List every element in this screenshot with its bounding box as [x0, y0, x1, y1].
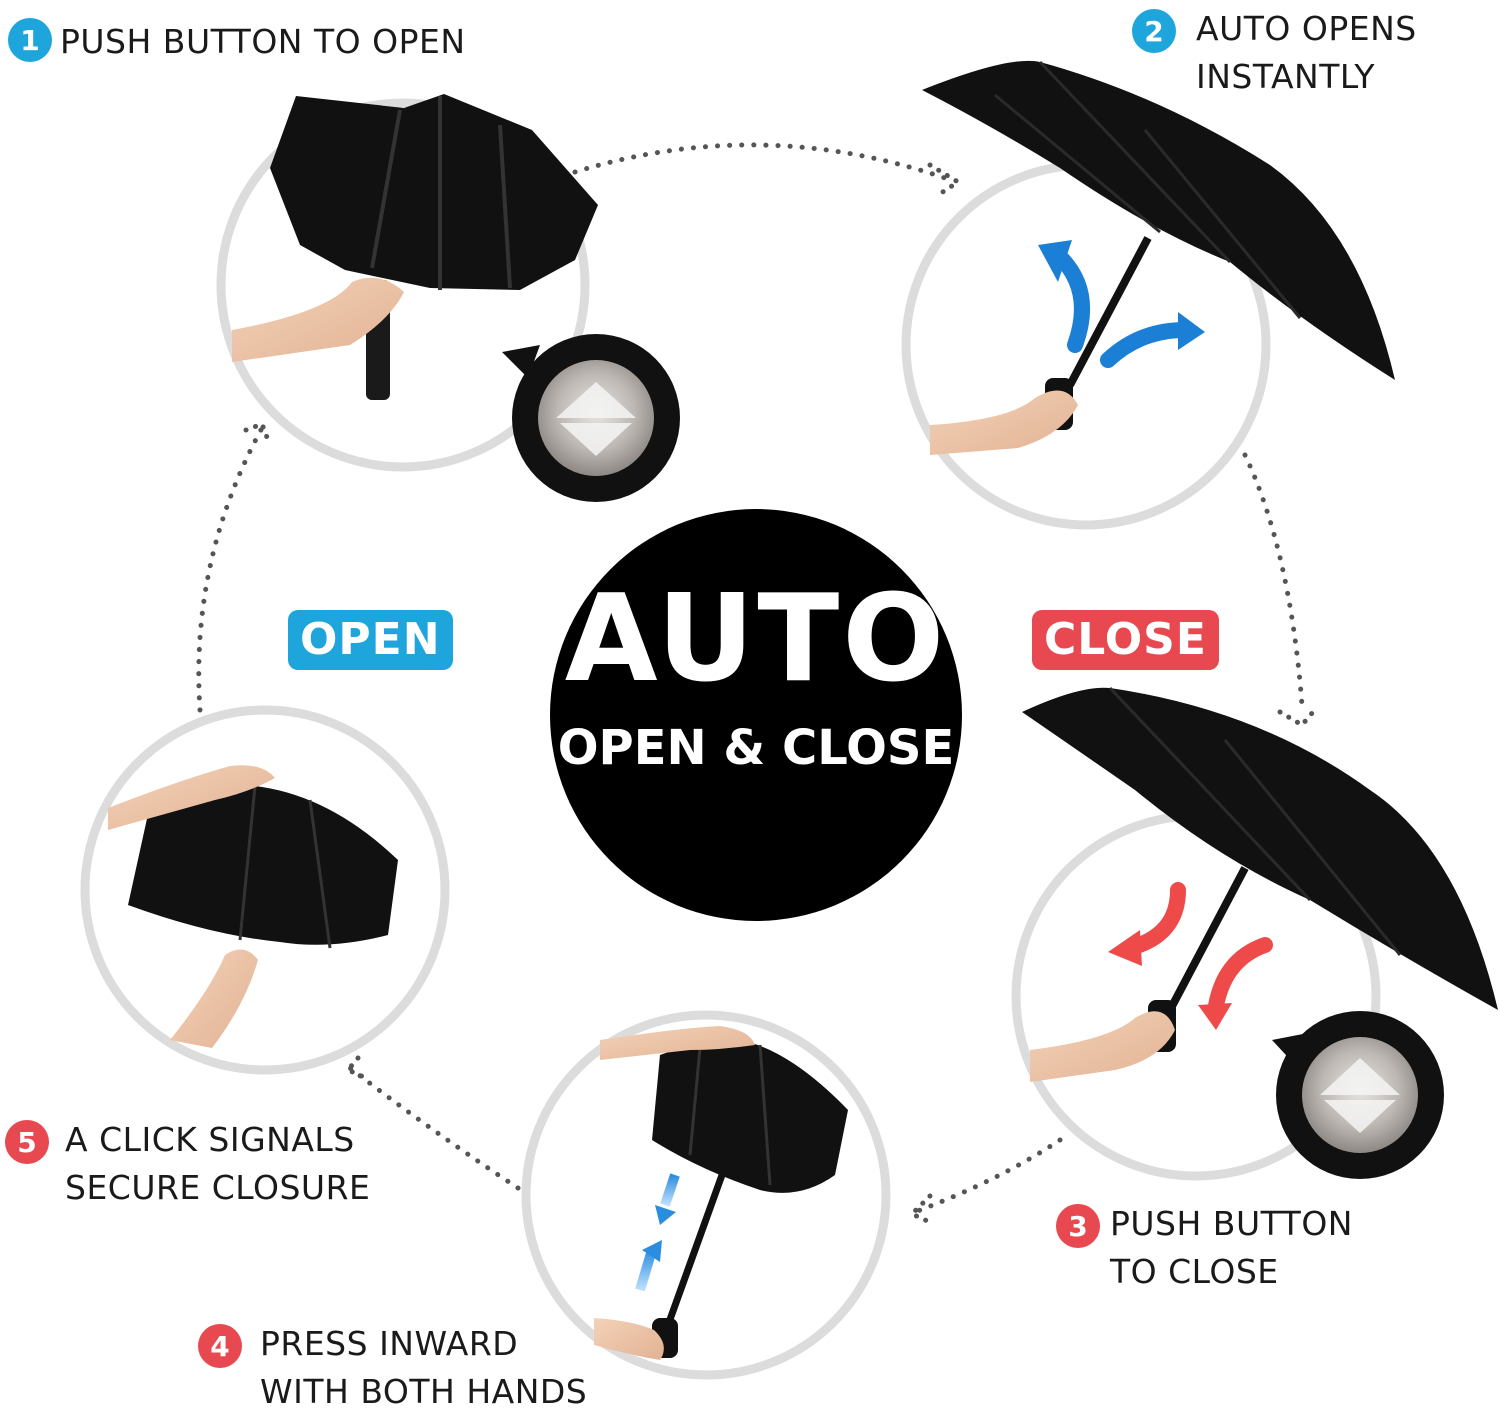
- blue-curved-arrow-icon: [1100, 322, 1193, 368]
- photo-step-1-push-open: [216, 94, 598, 472]
- dotted-arrow-4-to-5: [347, 1065, 521, 1191]
- center-title: AUTO: [564, 570, 948, 709]
- hand-arm: [930, 390, 1078, 455]
- step-4-number-icon: 4: [198, 1324, 242, 1368]
- push-button-icon: [502, 334, 680, 502]
- photo-step-4-press-inward: [521, 1010, 891, 1380]
- blue-push-arrow-icon: [635, 1248, 657, 1292]
- hand-arm: [600, 1026, 755, 1060]
- center-subtitle: OPEN & CLOSE: [557, 720, 955, 776]
- photo-step-2-auto-open: [901, 60, 1395, 530]
- folded-umbrella-shape: [128, 786, 398, 945]
- hand-arm: [594, 1318, 664, 1360]
- step-3-line-2: TO CLOSE: [1110, 1252, 1279, 1291]
- step-3-label: 3 PUSH BUTTON TO CLOSE: [1056, 1200, 1353, 1296]
- hand-arm: [232, 277, 404, 362]
- red-curved-arrow-icon: [1207, 937, 1273, 1020]
- dotted-arrow-2-to-3: [1242, 452, 1305, 708]
- dotted-arrow-5-to-1: [196, 425, 265, 713]
- step-5-line-2: SECURE CLOSURE: [65, 1168, 371, 1207]
- step-2-label: 2 AUTO OPENS INSTANTLY: [1132, 5, 1417, 101]
- center-badge: [550, 509, 962, 921]
- blue-curved-arrow-icon: [1050, 247, 1091, 353]
- photo-step-5-click-closure: [80, 705, 450, 1075]
- hand-arm: [108, 765, 275, 830]
- closing-umbrella-shape: [652, 1040, 848, 1193]
- step-5-number-icon: 5: [5, 1120, 49, 1164]
- step-2-number-icon: 2: [1132, 9, 1176, 53]
- step-2-line-2: INSTANTLY: [1196, 57, 1376, 96]
- step-5-line-1: A CLICK SIGNALS: [65, 1120, 355, 1159]
- hand-arm: [1030, 1011, 1175, 1082]
- step-3-number-icon: 3: [1056, 1204, 1100, 1248]
- open-tag: OPEN: [288, 610, 453, 670]
- step-4-line-1: PRESS INWARD: [260, 1324, 519, 1363]
- step-1-line-1: PUSH BUTTON TO OPEN: [60, 22, 466, 61]
- step-3-line-1: PUSH BUTTON: [1110, 1204, 1353, 1243]
- step-1-label: 1 PUSH BUTTON TO OPEN: [8, 18, 466, 66]
- push-button-icon: [1272, 1011, 1444, 1179]
- step-2-line-1: AUTO OPENS: [1196, 9, 1417, 48]
- hand-arm: [170, 949, 258, 1048]
- dotted-arrow-3-to-4: [912, 1137, 1063, 1215]
- step-4-label: 4 PRESS INWARD WITH BOTH HANDS: [198, 1320, 587, 1416]
- step-4-line-2: WITH BOTH HANDS: [260, 1372, 588, 1411]
- dotted-arrow-1-to-2: [572, 142, 948, 181]
- close-tag: CLOSE: [1032, 610, 1219, 670]
- blue-push-arrow-icon: [660, 1173, 680, 1207]
- step-5-label: 5 A CLICK SIGNALS SECURE CLOSURE: [5, 1116, 370, 1212]
- cycle-path: [196, 142, 1305, 1215]
- step-1-number-icon: 1: [8, 18, 52, 62]
- cycle-arrowheads: [243, 162, 1321, 1227]
- open-umbrella-canopy: [922, 60, 1395, 380]
